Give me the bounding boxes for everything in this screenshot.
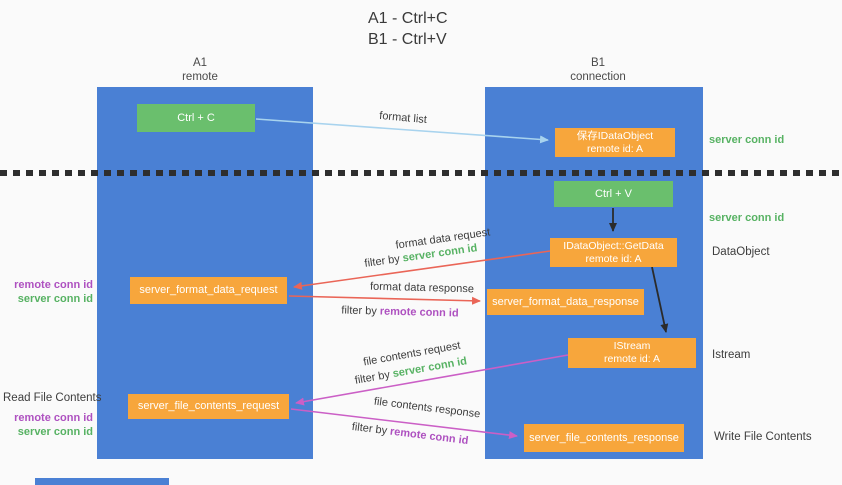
annot-server-conn-id-top: server conn id: [709, 134, 785, 146]
node-server-file-contents-request-label: server_file_contents_request: [137, 400, 280, 412]
lifeline-a1-header: A1 remote: [97, 56, 303, 84]
edge-label-format-list: format list: [378, 109, 428, 127]
lifeline-b1-header: B1 connection: [489, 56, 707, 84]
lifeline-a1-name: A1: [192, 57, 208, 69]
node-getdata-line2: remote id: A: [585, 252, 642, 265]
title-line-2: B1 - Ctrl+V: [368, 31, 447, 48]
window-fragment: [35, 478, 169, 485]
annot-remote-conn-id-left-top: remote conn id: [14, 279, 93, 291]
node-server-file-contents-request: server_file_contents_request: [128, 394, 289, 419]
node-save-idataobject-line1: 保存IDataObject: [576, 129, 654, 142]
annot-read-file-contents: Read File Contents: [3, 392, 102, 404]
node-server-format-data-request: server_format_data_request: [130, 277, 287, 304]
filter-prefix: filter by: [363, 253, 401, 270]
edge-label-format-data-response: format data response: [369, 280, 475, 296]
filter-prefix: filter by: [351, 420, 388, 438]
annot-server-conn-id-mid: server conn id: [709, 212, 785, 224]
filter-prefix: filter by: [353, 368, 391, 387]
node-ctrl-c: Ctrl + C: [137, 104, 255, 132]
lifeline-a1-role: remote: [182, 71, 218, 83]
node-save-idataobject: 保存IDataObject remote id: A: [555, 128, 675, 157]
filter-prefix: filter by: [341, 304, 377, 318]
node-ctrl-v: Ctrl + V: [554, 181, 673, 207]
filter-key-remote-conn-id: remote conn id: [389, 425, 470, 448]
annot-write-file-contents: Write File Contents: [714, 431, 812, 443]
annot-remote-conn-id-left-bottom: remote conn id: [14, 412, 93, 424]
node-getdata: IDataObject::GetData remote id: A: [550, 238, 677, 267]
node-server-format-data-response-label: server_format_data_response: [492, 295, 639, 308]
filter-key-remote-conn-id: remote conn id: [379, 305, 459, 320]
lifeline-b1-role: connection: [570, 71, 626, 83]
diagram-title: A1 - Ctrl+C B1 - Ctrl+V: [368, 8, 448, 50]
node-istream-line2: remote id: A: [603, 353, 661, 365]
title-line-1: A1 - Ctrl+C: [368, 10, 448, 27]
node-save-idataobject-line2: remote id: A: [586, 142, 644, 155]
node-istream-line1: IStream: [613, 340, 651, 352]
annot-dataobject: DataObject: [712, 246, 770, 258]
annot-istream: Istream: [712, 349, 751, 361]
dotted-divider: [0, 170, 842, 176]
node-server-file-contents-response: server_file_contents_response: [524, 424, 684, 452]
node-getdata-line1: IDataObject::GetData: [563, 239, 664, 252]
lifeline-b1-name: B1: [590, 57, 606, 69]
node-server-format-data-request-label: server_format_data_request: [139, 284, 278, 296]
annot-server-conn-id-left-top: server conn id: [17, 293, 93, 305]
node-server-format-data-response: server_format_data_response: [487, 289, 644, 315]
node-istream: IStream remote id: A: [568, 338, 696, 368]
node-ctrl-v-label: Ctrl + V: [595, 187, 632, 200]
node-ctrl-c-label: Ctrl + C: [177, 111, 215, 124]
arrow-format-data-response: [288, 295, 481, 305]
annot-server-conn-id-left-bottom: server conn id: [17, 426, 93, 438]
node-server-file-contents-response-label: server_file_contents_response: [529, 431, 679, 444]
edge-label-file-contents-response: file contents response: [373, 395, 481, 421]
